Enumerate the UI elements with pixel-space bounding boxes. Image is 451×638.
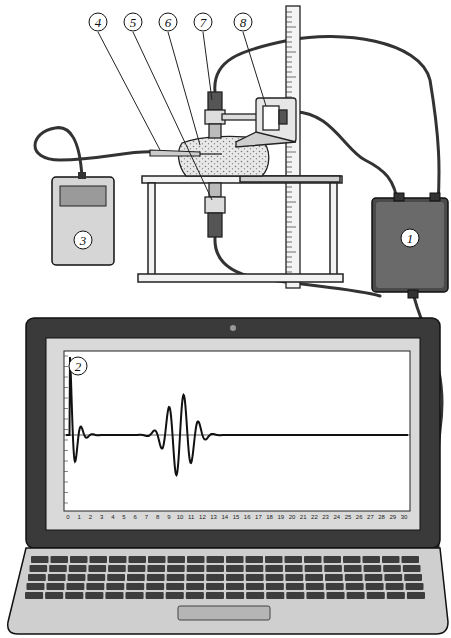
callout-number: 1	[401, 229, 420, 248]
axis-tick-label: 7	[145, 514, 148, 521]
axis-tick-label: 22	[311, 514, 318, 521]
callout-number: 7	[194, 13, 213, 32]
axis-tick-label: 0	[66, 514, 69, 521]
axis-tick-label: 12	[199, 514, 206, 521]
axis-tick-label: 19	[277, 514, 284, 521]
callout-number: 5	[124, 13, 143, 32]
axis-tick-label: 15	[233, 514, 240, 521]
callout-number: 2	[69, 357, 88, 376]
scale-rod	[286, 6, 300, 288]
axis-tick-label: 16	[244, 514, 251, 521]
axis-tick-label: 18	[266, 514, 273, 521]
cable	[35, 36, 442, 590]
temperature-probe	[150, 150, 222, 156]
thermometer	[52, 172, 114, 265]
axis-tick-label: 17	[255, 514, 262, 521]
axis-tick-label: 28	[378, 514, 385, 521]
acquisition-unit	[372, 193, 448, 298]
axis-tick-label: 30	[401, 514, 408, 521]
axis-tick-label: 8	[156, 514, 159, 521]
axis-tick-label: 4	[111, 514, 114, 521]
axis-tick-label: 21	[300, 514, 307, 521]
leader-line	[98, 32, 266, 200]
axis-tick-label: 14	[221, 514, 228, 521]
stand	[138, 176, 343, 282]
axis-tick-label: 29	[389, 514, 396, 521]
axis-tick-label: 23	[322, 514, 329, 521]
axis-tick-label: 3	[100, 514, 103, 521]
laptop	[8, 318, 448, 634]
axis-tick-label: 2	[89, 514, 92, 521]
axis-tick-label: 9	[167, 514, 170, 521]
callout-number: 6	[159, 13, 178, 32]
axis-tick-label: 24	[333, 514, 340, 521]
axis-tick-label: 20	[289, 514, 296, 521]
axis-tick-label: 26	[356, 514, 363, 521]
axis-tick-label: 5	[122, 514, 125, 521]
axis-tick-label: 13	[210, 514, 217, 521]
callout-number: 3	[74, 231, 93, 250]
axis-tick-label: 10	[177, 514, 184, 521]
axis-tick-label: 27	[367, 514, 374, 521]
axis-tick-label: 25	[345, 514, 352, 521]
axis-tick-label: 11	[188, 514, 194, 521]
axis-tick-label: 6	[134, 514, 137, 521]
callout-number: 4	[89, 13, 108, 32]
axis-tick-label: 1	[78, 514, 81, 521]
callout-number: 8	[234, 13, 253, 32]
